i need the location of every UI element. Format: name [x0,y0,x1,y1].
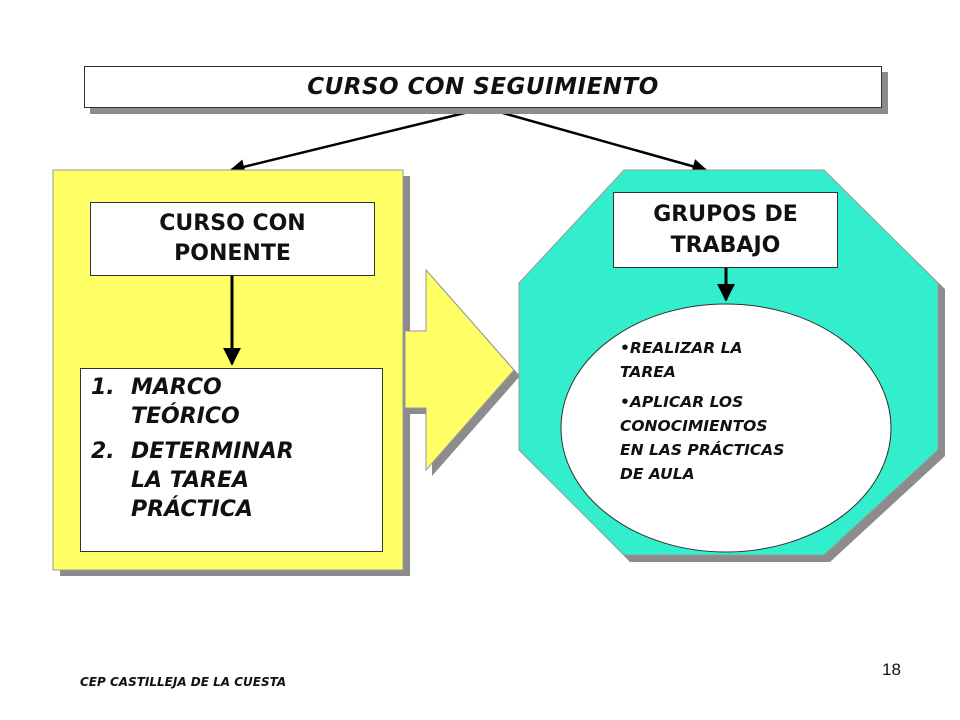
task-line: LA TAREA [131,468,250,493]
grupos-de-trabajo-box: GRUPOS DE TRABAJO [613,192,838,268]
title-box: CURSO CON SEGUIMIENTO [84,66,882,108]
task-number: 2. [91,439,115,464]
task-line: PRÁCTICA [131,497,253,522]
inner-ellipse [560,303,892,553]
grupos-line-2: TRABAJO [670,233,781,258]
curso-con-ponente-box: CURSO CON PONENTE [90,202,375,276]
ponente-line-2: PONENTE [174,241,291,266]
title-text: CURSO CON SEGUIMIENTO [307,74,659,100]
bullet-item: •APLICAR LOS CONOCIMIENTOS EN LAS PRÁCTI… [620,390,860,486]
bullet-line: EN LAS PRÁCTICAS [620,441,785,459]
grupos-line-1: GRUPOS DE [653,202,798,227]
bullet-line: •REALIZAR LA [620,339,743,357]
task-item: 1. MARCO TEÓRICO [91,373,382,431]
arrow-title-to-left-panel [229,106,486,175]
ponente-line-1: CURSO CON [159,211,306,236]
bullet-line: TAREA [620,363,676,381]
task-item: 2. DETERMINAR LA TAREA PRÁCTICA [91,437,382,524]
bullet-line: CONOCIMIENTOS [620,417,768,435]
arrow-title-to-right-panel [484,106,708,174]
tasks-box: 1. MARCO TEÓRICO 2. DETERMINAR LA TAREA … [80,368,383,552]
task-line: TEÓRICO [131,404,240,429]
page-number: 18 [882,660,901,679]
bullet-line: DE AULA [620,465,695,483]
ellipse-bullet-list: •REALIZAR LA TAREA •APLICAR LOS CONOCIMI… [620,336,860,486]
task-number: 1. [91,375,115,400]
footer-label: CEP CASTILLEJA DE LA CUESTA [80,675,287,689]
bullet-line: •APLICAR LOS [620,393,744,411]
bullet-item: •REALIZAR LA TAREA [620,336,860,384]
task-line: MARCO [131,375,222,400]
big-arrow [404,268,515,472]
task-line: DETERMINAR [131,439,294,464]
